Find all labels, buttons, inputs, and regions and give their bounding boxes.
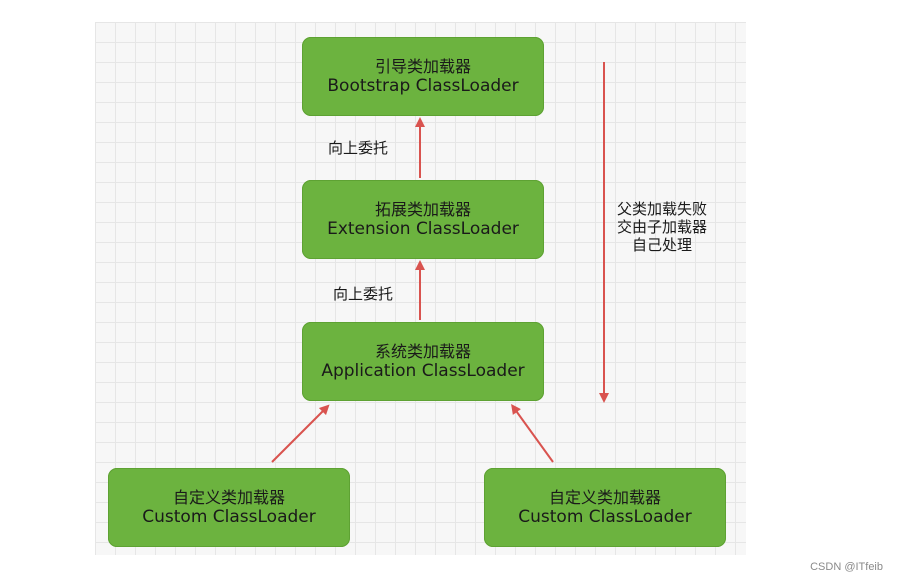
custom-left-en-label: Custom ClassLoader [142, 506, 316, 527]
side-note-line-3: 自己处理 [631, 236, 692, 254]
extension-classloader-box: 拓展类加载器 Extension ClassLoader [302, 180, 544, 259]
application-cn-label: 系统类加载器 [374, 341, 471, 361]
extension-cn-label: 拓展类加载器 [374, 199, 471, 219]
arrow-custom-left-to-application [271, 404, 330, 463]
bootstrap-cn-label: 引导类加载器 [374, 56, 471, 76]
application-en-label: Application ClassLoader [321, 360, 525, 381]
bootstrap-en-label: Bootstrap ClassLoader [327, 75, 519, 96]
custom-right-en-label: Custom ClassLoader [518, 506, 692, 527]
watermark: CSDN @ITfeib [810, 561, 883, 573]
side-note-line-1: 父类加载失败 [616, 200, 707, 218]
arrow-custom-right-to-application [511, 403, 554, 463]
delegate-up-label-bottom: 向上委托 [333, 285, 394, 303]
custom-classloader-right-box: 自定义类加载器 Custom ClassLoader [484, 468, 726, 547]
application-classloader-box: 系统类加载器 Application ClassLoader [302, 322, 544, 401]
custom-right-cn-label: 自定义类加载器 [548, 487, 661, 507]
side-note-line-2: 交由子加载器 [616, 218, 707, 236]
delegate-up-label-top: 向上委托 [328, 139, 389, 157]
custom-classloader-left-box: 自定义类加载器 Custom ClassLoader [108, 468, 350, 547]
parent-failure-note: 父类加载失败 交由子加载器 自己处理 [612, 200, 712, 254]
bootstrap-classloader-box: 引导类加载器 Bootstrap ClassLoader [302, 37, 544, 116]
extension-en-label: Extension ClassLoader [327, 218, 519, 239]
custom-left-cn-label: 自定义类加载器 [172, 487, 285, 507]
